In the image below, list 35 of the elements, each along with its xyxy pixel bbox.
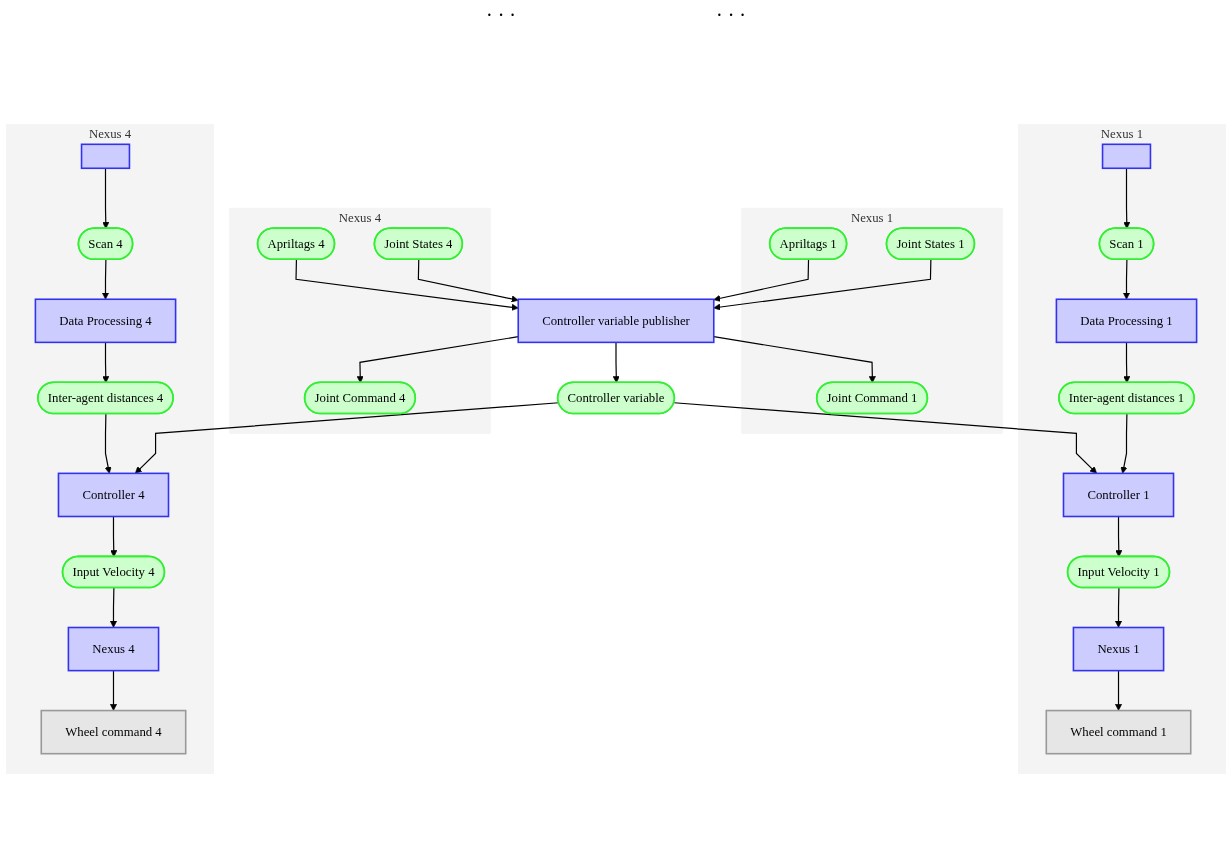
node-box: Nexus 1 [1072, 626, 1165, 672]
node-box [1101, 143, 1152, 170]
arrow [713, 336, 876, 384]
arrow [109, 670, 117, 711]
arrow [713, 259, 810, 302]
arrow [1123, 341, 1131, 384]
arrow [109, 587, 117, 628]
arrow [102, 259, 109, 300]
arrow [1120, 413, 1128, 474]
arrow [102, 341, 110, 384]
node-box: Controller variable publisher [517, 298, 715, 344]
arrow [417, 259, 519, 303]
arrow [1115, 587, 1123, 628]
node-box: Data Processing 4 [34, 298, 177, 344]
arrow [102, 167, 110, 229]
ellipsis-text: · · · [716, 4, 746, 27]
arrow [1123, 167, 1131, 229]
arrow [673, 402, 1097, 474]
node-box: Wheel command 4 [40, 709, 187, 755]
arrow [1123, 259, 1130, 300]
node-box: Controller 4 [57, 472, 170, 518]
arrow [104, 413, 112, 474]
arrow [713, 259, 932, 311]
arrow [1115, 515, 1123, 558]
node-box: Wheel command 1 [1045, 709, 1192, 755]
node-box: Controller 1 [1062, 472, 1175, 518]
arrow [612, 341, 620, 384]
arrow [110, 515, 118, 558]
arrow [1115, 670, 1123, 711]
node-box [80, 143, 131, 170]
arrow [295, 259, 519, 311]
ellipsis-text: · · · [486, 4, 516, 27]
arrow [356, 336, 519, 384]
node-box: Nexus 4 [67, 626, 160, 672]
node-box: Data Processing 1 [1055, 298, 1198, 344]
